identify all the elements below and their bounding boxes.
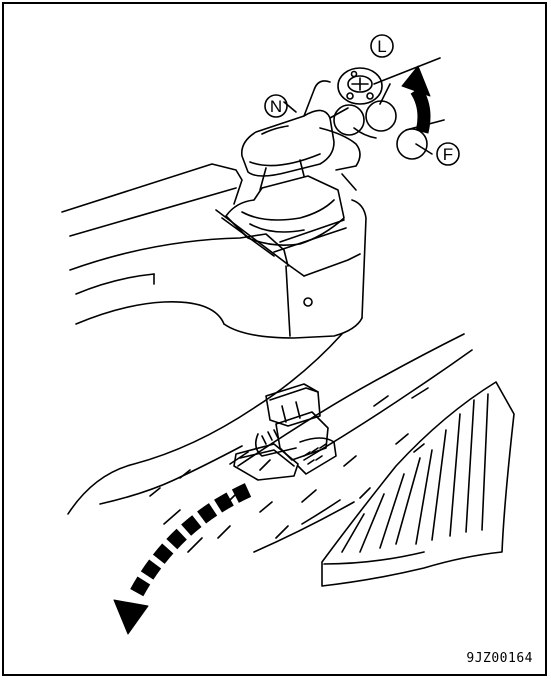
- callout-forward-label: F: [443, 145, 453, 164]
- callout-left: L: [371, 35, 393, 57]
- callout-left-label: L: [377, 37, 386, 56]
- figure-code: 9JZ00164: [466, 651, 533, 666]
- console-body: [62, 164, 366, 338]
- joystick-lever: [226, 68, 427, 245]
- diagram-canvas: N L F: [4, 4, 549, 678]
- turn-path-arrow: [114, 490, 248, 634]
- callout-neutral-label: N: [270, 97, 282, 116]
- callout-neutral: N: [265, 95, 287, 117]
- callout-forward: F: [437, 143, 459, 165]
- bulldozer: [234, 384, 336, 480]
- steering-arrow: [402, 66, 430, 132]
